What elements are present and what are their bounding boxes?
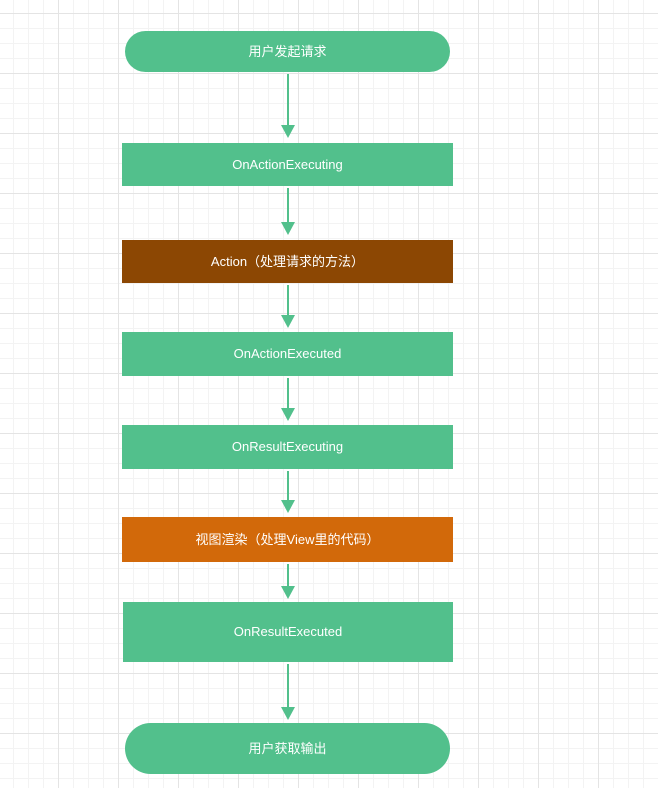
arrow-line [287, 285, 289, 317]
flow-node-label: OnResultExecuting [231, 439, 344, 455]
flow-arrow-on-action-executed-to-on-result-executing[interactable] [281, 378, 295, 421]
flow-node-on-action-executing[interactable]: OnActionExecuting [122, 143, 453, 186]
flow-arrow-start-to-on-action-executing[interactable] [281, 74, 295, 138]
flow-node-label: OnActionExecuted [233, 346, 342, 362]
arrow-line [287, 564, 289, 588]
arrow-head-icon [281, 707, 295, 720]
arrow-head-icon [281, 586, 295, 599]
arrow-line [287, 188, 289, 224]
flow-node-label: 视图渲染（处理View里的代码） [195, 531, 380, 547]
flow-arrow-view-render-to-on-result-executed[interactable] [281, 564, 295, 599]
flow-node-label: 用户发起请求 [248, 43, 327, 59]
arrow-line [287, 664, 289, 709]
arrow-head-icon [281, 408, 295, 421]
arrow-line [287, 74, 289, 127]
arrow-head-icon [281, 222, 295, 235]
flow-arrow-on-result-executed-to-end[interactable] [281, 664, 295, 720]
flow-node-start[interactable]: 用户发起请求 [125, 31, 450, 72]
flow-node-action[interactable]: Action（处理请求的方法） [122, 240, 453, 283]
flow-node-on-result-executing[interactable]: OnResultExecuting [122, 425, 453, 469]
flow-node-label: OnActionExecuting [232, 156, 343, 172]
flow-arrow-on-action-executing-to-action[interactable] [281, 188, 295, 235]
flow-node-end[interactable]: 用户获取输出 [125, 723, 450, 774]
flow-node-label: Action（处理请求的方法） [210, 253, 365, 269]
flow-node-on-result-executed[interactable]: OnResultExecuted [123, 602, 453, 662]
arrow-line [287, 471, 289, 502]
flow-node-label: OnResultExecuted [233, 624, 343, 640]
arrow-head-icon [281, 500, 295, 513]
flow-arrow-on-result-executing-to-view-render[interactable] [281, 471, 295, 513]
arrow-head-icon [281, 125, 295, 138]
flow-node-view-render[interactable]: 视图渲染（处理View里的代码） [122, 517, 453, 562]
arrow-head-icon [281, 315, 295, 328]
flow-node-on-action-executed[interactable]: OnActionExecuted [122, 332, 453, 376]
flow-node-label: 用户获取输出 [248, 740, 327, 756]
flow-arrow-action-to-on-action-executed[interactable] [281, 285, 295, 328]
arrow-line [287, 378, 289, 410]
